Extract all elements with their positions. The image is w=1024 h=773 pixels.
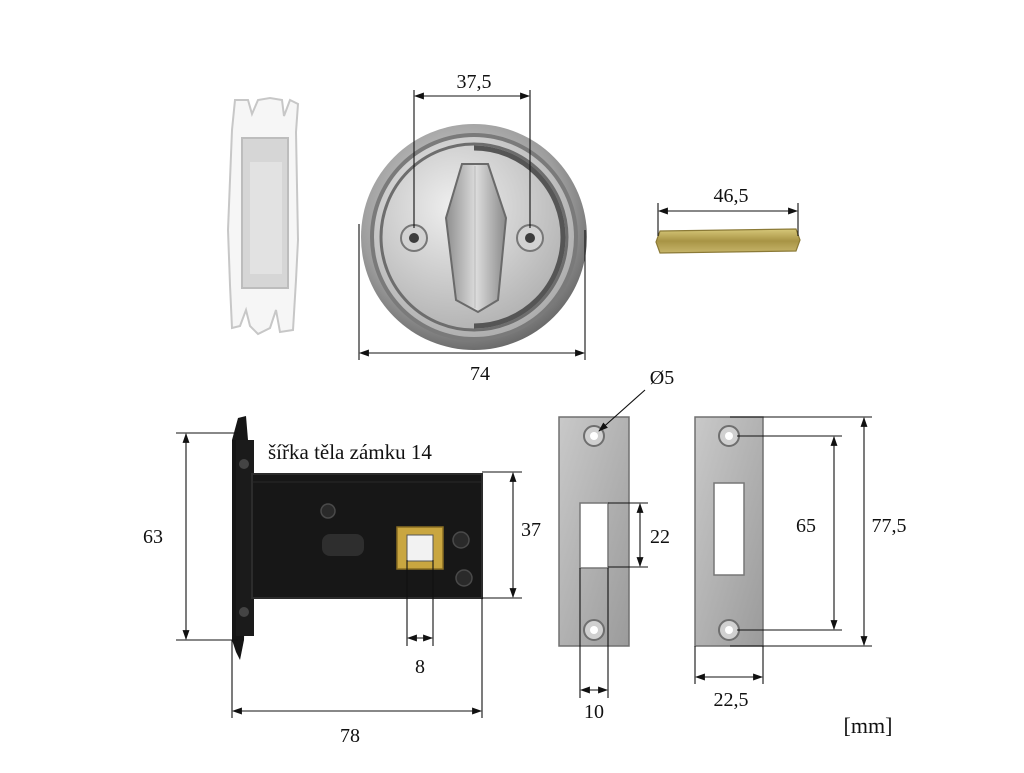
dimension-strike-width: 22,5 [694, 646, 764, 711]
dimension-label: 8 [415, 656, 425, 678]
dimension-backset: 78 [231, 598, 483, 747]
screw-hole-icon [516, 224, 544, 252]
dimension-slot-width: 10 [579, 568, 609, 723]
dimension-spindle-length: 46,5 [657, 185, 799, 236]
strike-plate-icon [694, 416, 764, 647]
dimension-label: 46,5 [714, 185, 749, 207]
plastic-insert-icon [226, 96, 300, 336]
dimension-label: 37 [521, 519, 541, 541]
dimension-label: 37,5 [457, 71, 492, 93]
screw-hole-icon [400, 224, 428, 252]
dimension-strike-height: 77,5 [730, 416, 907, 647]
dimension-rosette-diameter: 74 [358, 224, 586, 385]
dimension-slot-height: 22 [608, 502, 670, 568]
dimension-spindle-hole: 8 [406, 560, 434, 678]
lock-body-width-note: šířka těla zámku 14 [268, 440, 432, 464]
square-spindle-icon [655, 228, 801, 254]
mortise-lock-icon [232, 416, 483, 660]
dimension-label: 77,5 [872, 515, 907, 537]
dimension-label: 65 [796, 515, 816, 537]
dimension-strike-hole-spacing: 65 [737, 435, 842, 631]
dimension-label: 78 [340, 725, 360, 747]
strike-plate-icon [558, 416, 630, 647]
dimension-label: 22 [650, 526, 670, 548]
dimension-screw-hole: Ø5 [598, 367, 674, 432]
dimension-label: 10 [584, 701, 604, 723]
dimension-label: 63 [143, 526, 163, 548]
dimension-faceplate-height: 63 [143, 432, 238, 641]
dimension-label: 22,5 [714, 689, 749, 711]
dimension-hole-spacing: 37,5 [413, 71, 531, 228]
dimension-label: Ø5 [650, 367, 674, 389]
dimension-label: 74 [470, 363, 490, 385]
round-rosette-icon [361, 124, 587, 350]
dimension-case-height: 37 [482, 471, 541, 599]
units-label: [mm] [844, 713, 893, 738]
